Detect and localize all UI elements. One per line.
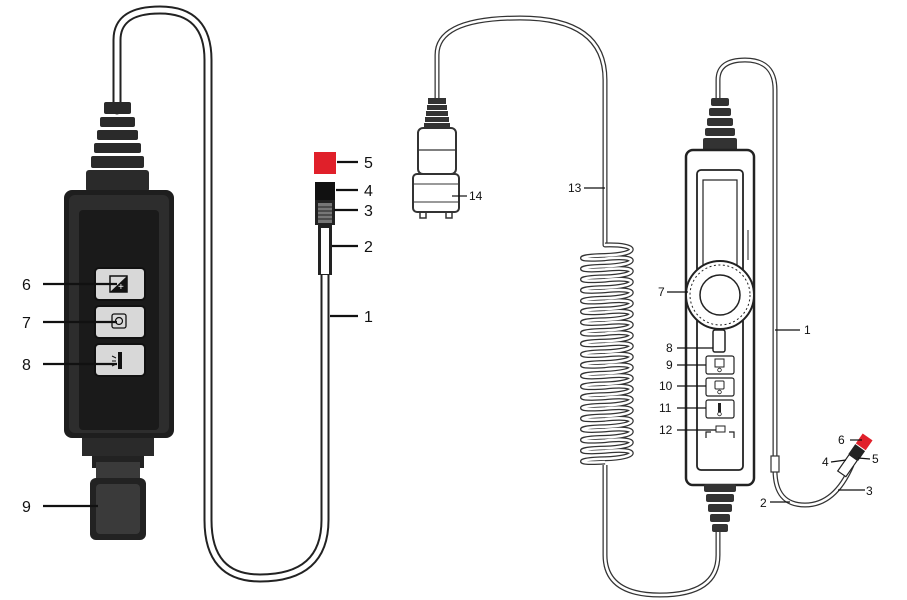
left-callout-3: 3 [364, 203, 373, 220]
right-callout-8: 8 [666, 341, 673, 355]
right-callout-13: 13 [568, 181, 582, 195]
right-callout-3: 3 [866, 484, 873, 498]
left-device: + [22, 5, 373, 583]
trigger-button[interactable] [712, 329, 726, 353]
right-button-image[interactable] [705, 355, 735, 375]
right-device: 1 2 3 4 5 6 7 8 9 10 11 12 13 14 [412, 15, 879, 598]
right-callout-6: 6 [838, 433, 845, 447]
left-probe-tip [314, 152, 336, 275]
right-callout-9: 9 [666, 358, 673, 372]
left-callout-9: 9 [22, 499, 31, 516]
coiled-cable [580, 242, 634, 466]
left-cable [112, 5, 330, 583]
focus-wheel[interactable] [685, 260, 755, 330]
right-handle [684, 98, 756, 532]
right-lower-cable [602, 465, 721, 598]
left-connector [82, 438, 154, 540]
rotate-icon [714, 380, 725, 390]
right-callout-2: 2 [760, 496, 767, 510]
right-probe-cable [715, 57, 855, 508]
left-callout-2: 2 [364, 239, 373, 256]
right-callout-4: 4 [822, 455, 829, 469]
protective-cap [314, 152, 336, 174]
light-icon [118, 352, 122, 369]
left-leader-lines [43, 160, 358, 508]
right-callout-5: 5 [872, 452, 879, 466]
right-callout-10: 10 [659, 379, 673, 393]
camera-head [315, 182, 335, 200]
camera-head [848, 444, 866, 461]
right-callout-11: 11 [659, 401, 672, 415]
right-callout-1: 1 [804, 323, 811, 337]
image-adjust-icon [714, 358, 725, 368]
left-callout-8: 8 [22, 357, 31, 374]
svg-text:+: + [118, 282, 124, 293]
left-callout-6: 6 [22, 277, 31, 294]
right-callout-12: 12 [659, 423, 673, 437]
left-callout-1: 1 [364, 309, 373, 326]
coil-fill [581, 243, 633, 464]
left-strain-relief [86, 102, 149, 192]
left-callout-4: 4 [364, 183, 373, 200]
right-callout-7: 7 [658, 285, 665, 299]
right-probe-tip [836, 433, 873, 478]
left-callout-5: 5 [364, 155, 373, 172]
right-button-light[interactable] [705, 399, 735, 419]
top-connector [412, 98, 460, 219]
status-indicator [705, 425, 735, 438]
light-button[interactable] [94, 343, 146, 377]
right-leader-lines [452, 187, 871, 503]
left-callout-7: 7 [22, 315, 31, 332]
protective-cap [855, 433, 873, 451]
left-handle: + [64, 190, 174, 438]
right-callout-14: 14 [469, 189, 483, 203]
light-icon [718, 403, 721, 412]
right-button-rotate[interactable] [705, 377, 735, 397]
right-cable-13 [434, 15, 608, 248]
